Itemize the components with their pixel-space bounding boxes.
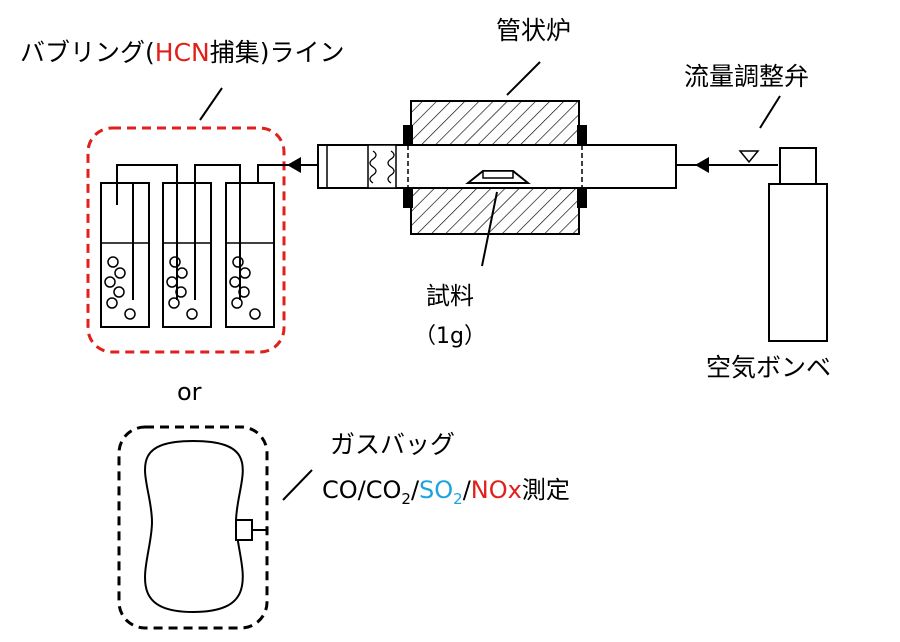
- bubbler-bottle: [225, 164, 280, 328]
- bubbler-bottle: [100, 164, 178, 328]
- or-label: or: [177, 378, 202, 406]
- hcn-label: HCN: [154, 38, 210, 67]
- furnace-label: 管状炉: [496, 16, 572, 45]
- gas-bag-box: [117, 425, 269, 630]
- pointer-line: [506, 61, 541, 96]
- co2-subscript: 2: [401, 489, 411, 508]
- tubular-furnace: [317, 100, 677, 235]
- gas-bag: [144, 439, 244, 614]
- measure-text: 測定: [521, 476, 570, 504]
- pointer-line: [282, 469, 313, 501]
- slash-text: /: [410, 476, 420, 504]
- co-text: CO/CO: [322, 476, 402, 504]
- air-cylinder-label: 空気ボンベ: [706, 353, 832, 382]
- sample-name-label: 試料: [426, 282, 474, 310]
- pointer-line: [759, 95, 781, 129]
- pointer-line: [481, 191, 498, 267]
- nox-text: NOx: [470, 476, 522, 504]
- flow-valve-label: 流量調整弁: [684, 62, 810, 91]
- slash-text: /: [462, 476, 471, 504]
- gas-bag-group: [117, 425, 269, 630]
- flow-arrow: [287, 157, 301, 173]
- inlet-arrow: [695, 157, 709, 173]
- bubbling-label-suffix: 捕集)ライン: [209, 38, 345, 67]
- so2-subscript: 2: [453, 489, 463, 508]
- furnace-tube: [317, 144, 677, 189]
- flow-valve: [738, 150, 760, 164]
- pointer-line: [199, 87, 223, 121]
- bubbling-label-prefix: バブリング(: [20, 38, 155, 67]
- so2-text: SO: [419, 476, 454, 504]
- bubbler-bottle: [162, 164, 241, 328]
- air-cylinder: [768, 147, 828, 342]
- bubbling-line: [86, 126, 286, 354]
- gas-measure-label: CO/CO2/SO2/NOx測定: [322, 478, 570, 507]
- bubbling-box: [86, 126, 286, 354]
- sample-amount-label: （1g）: [414, 324, 486, 349]
- gas-bag-label: ガスバッグ: [330, 430, 456, 459]
- bubbling-line-label: バブリング(HCN捕集)ライン: [20, 40, 345, 65]
